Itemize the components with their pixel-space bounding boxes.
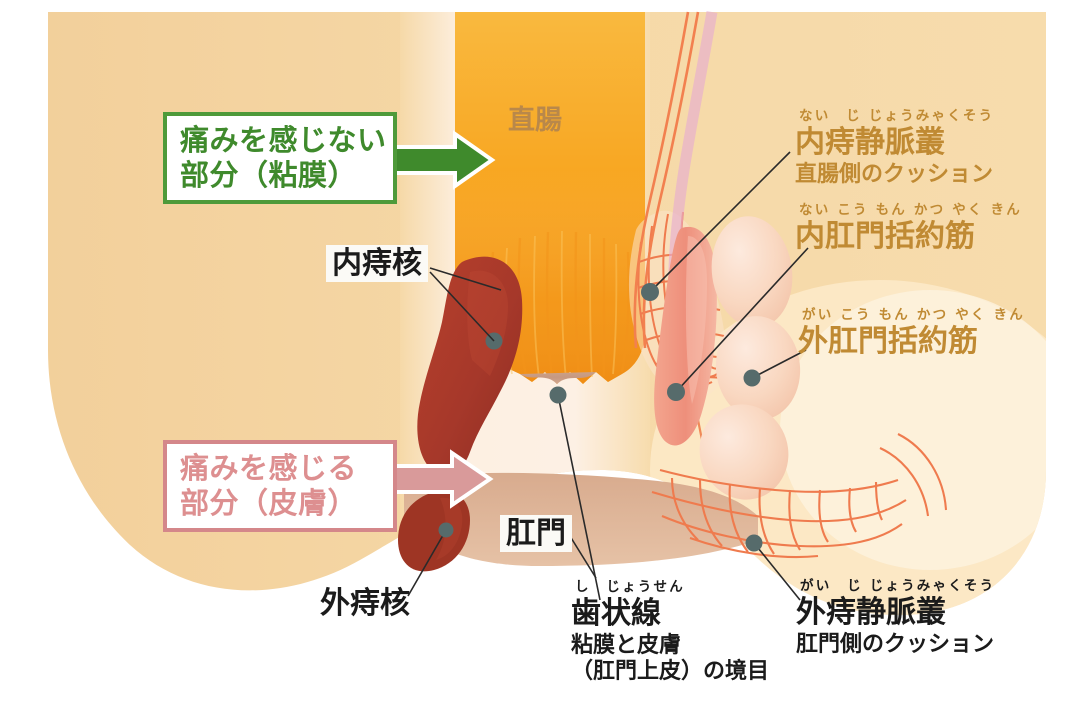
green-arrow-icon	[393, 130, 496, 190]
dot-internal-sphincter	[667, 383, 685, 401]
callout-no-pain-line2: 部分（粘膜）	[180, 158, 358, 192]
vessel-lines	[633, 11, 700, 349]
label-external-venous-plexus-sub: 肛門側のクッション	[796, 632, 995, 658]
label-anus: 肛門	[500, 515, 572, 552]
label-internal-venous-plexus-furigana: ない じ じょうみゃくそう	[799, 108, 995, 124]
dot-dentate-line	[549, 386, 567, 404]
label-external-venous-plexus-furigana: がい じ じょうみゃくそう	[800, 578, 996, 594]
callout-pain-line2: 部分（皮膚）	[180, 486, 358, 520]
external-sphincter-bundle-1	[711, 216, 793, 328]
callout-pain-line1: 痛みを感じる	[180, 450, 358, 485]
label-rectum: 直腸	[508, 105, 562, 136]
marker-dots	[438, 283, 763, 552]
label-external-venous-plexus-text: 外痔静脈叢	[796, 594, 946, 630]
internal-hemorrhoid	[417, 256, 523, 476]
pink-arrow-icon	[393, 449, 494, 509]
label-internal-hemorrhoid: 内痔核	[326, 245, 428, 282]
label-dentate-line-furigana: し じょうせん	[575, 579, 685, 595]
label-internal-venous-plexus-sub: 直腸側のクッション	[795, 162, 994, 188]
callout-no-pain-line1: 痛みを感じない	[180, 122, 387, 157]
anoderm-anal-canal	[520, 372, 596, 384]
label-internal-hemorrhoid-text: 内痔核	[326, 245, 428, 282]
label-dentate-line-sub1: 粘膜と皮膚	[571, 633, 682, 659]
dot-external-venous-plexus	[745, 534, 763, 552]
external-sphincter-bundle-3	[699, 404, 789, 500]
external-sphincter-bundle-2	[715, 316, 801, 420]
label-dentate-line: し じょうせん 歯状線 粘膜と皮膚 （肛門上皮）の境目	[571, 579, 770, 685]
callout-no-pain: 痛みを感じない 部分（粘膜）	[163, 112, 397, 204]
dot-external-hemorrhoid	[438, 522, 454, 538]
dot-external-sphincter	[743, 369, 761, 387]
label-external-sphincter: がい こう もん かつ やく きん 外肛門括約筋	[798, 307, 1025, 359]
label-external-sphincter-text: 外肛門括約筋	[798, 323, 978, 359]
label-anus-text: 肛門	[500, 515, 572, 552]
dot-internal-venous-plexus	[641, 283, 659, 301]
label-internal-sphincter-furigana: ない こう もん かつ やく きん	[799, 202, 1022, 218]
external-venous-plexus-mesh	[651, 433, 948, 559]
callout-pain: 痛みを感じる 部分（皮膚）	[163, 440, 397, 532]
label-internal-venous-plexus: ない じ じょうみゃくそう 内痔静脈叢 直腸側のクッション	[795, 108, 995, 188]
external-hemorrhoid	[398, 490, 470, 572]
label-dentate-line-sub2: （肛門上皮）の境目	[571, 659, 770, 685]
label-dentate-line-text: 歯状線	[571, 595, 661, 631]
label-internal-sphincter: ない こう もん かつ やく きん 内肛門括約筋	[795, 202, 1022, 254]
label-external-venous-plexus: がい じ じょうみゃくそう 外痔静脈叢 肛門側のクッション	[796, 578, 996, 658]
label-internal-sphincter-text: 内肛門括約筋	[795, 218, 975, 254]
label-internal-venous-plexus-text: 内痔静脈叢	[795, 124, 945, 160]
label-external-hemorrhoid: 外痔核	[320, 586, 410, 621]
label-external-sphincter-furigana: がい こう もん かつ やく きん	[802, 307, 1025, 323]
